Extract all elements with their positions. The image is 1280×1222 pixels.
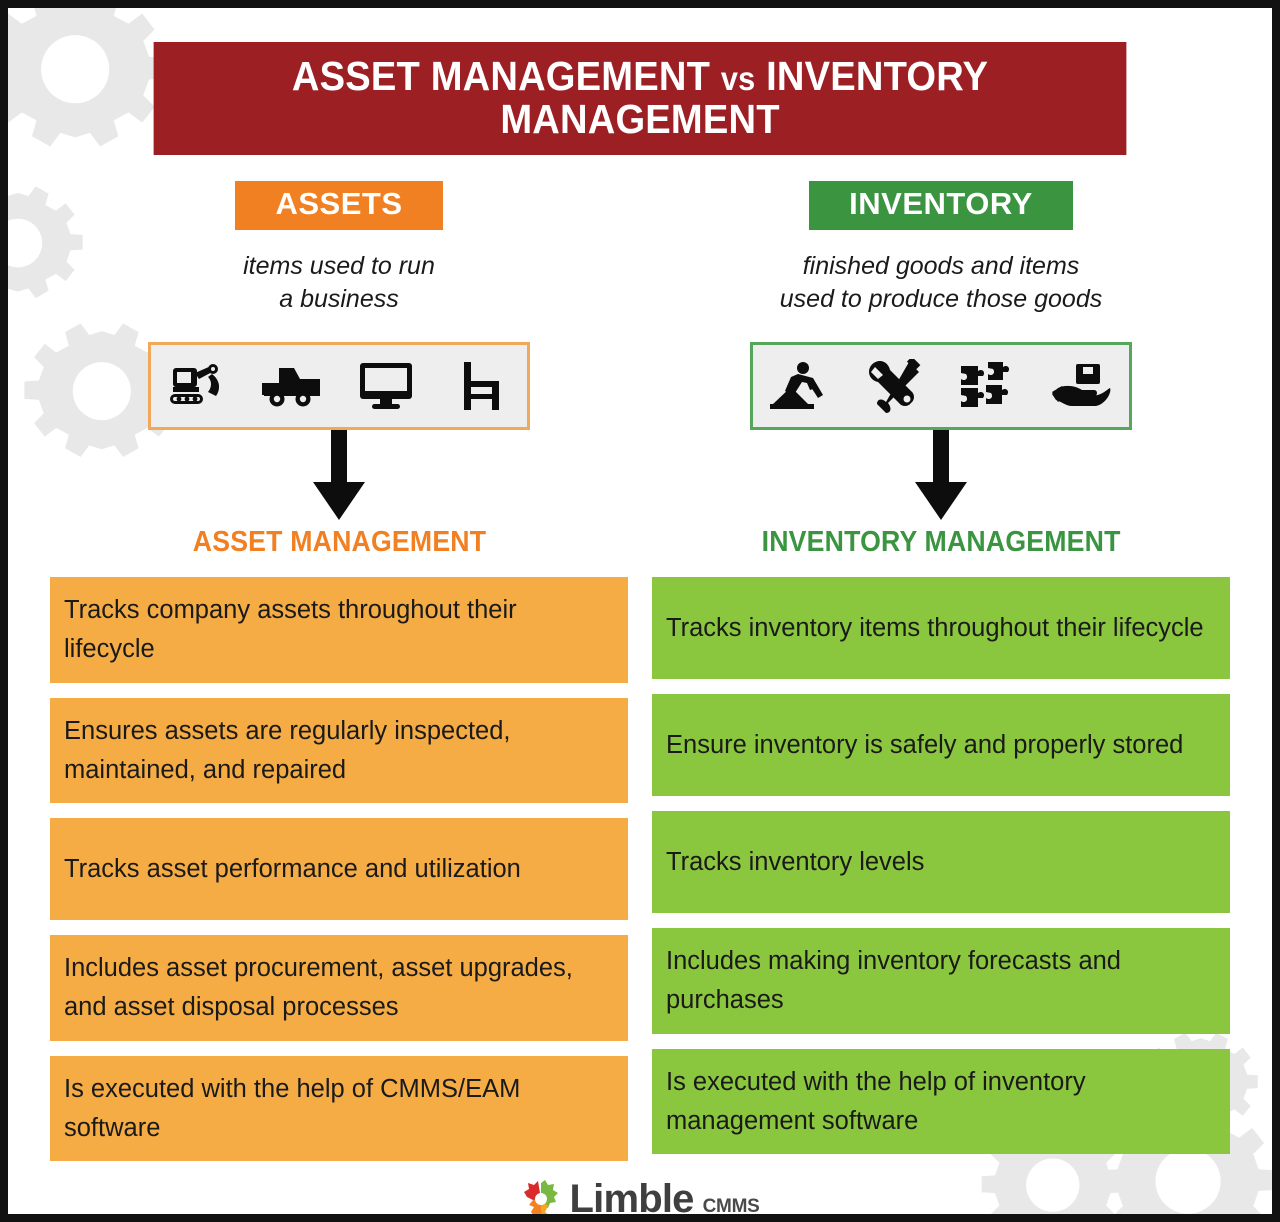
inventory-column: INVENTORY finished goods and items used … bbox=[652, 181, 1230, 1161]
table-row: Tracks inventory items throughout their … bbox=[652, 577, 1230, 680]
table-row: Ensures assets are regularly inspected, … bbox=[50, 697, 628, 804]
page-title-part2: INVENTORY MANAGEMENT bbox=[500, 53, 989, 142]
assets-down-arrow bbox=[309, 430, 369, 524]
assets-subtitle-line2: a business bbox=[279, 285, 399, 314]
asset-management-heading: ASSET MANAGEMENT bbox=[192, 526, 486, 559]
gear-logo-icon bbox=[523, 1180, 558, 1214]
puzzle-pieces-icon bbox=[952, 355, 1024, 417]
excavator-icon bbox=[162, 355, 234, 417]
table-row: Tracks company assets throughout their l… bbox=[50, 577, 628, 683]
assets-column: ASSETS items used to run a business bbox=[50, 181, 628, 1162]
inventory-subtitle-line2: used to produce those goods bbox=[779, 285, 1103, 314]
table-row: Is executed with the help of inventory m… bbox=[652, 1048, 1230, 1155]
limble-brand-suffix: CMMS bbox=[702, 1196, 760, 1218]
assets-subtitle: items used to run a business bbox=[243, 250, 435, 317]
table-row: Includes asset procurement, asset upgrad… bbox=[50, 935, 628, 1041]
assets-category-badge: ASSETS bbox=[235, 181, 443, 230]
table-row: Includes making inventory forecasts and … bbox=[652, 928, 1230, 1034]
comparison-columns: ASSETS items used to run a business bbox=[50, 181, 1230, 1162]
table-row: Ensure inventory is safely and properly … bbox=[652, 694, 1230, 797]
page-title: ASSET MANAGEMENT vs INVENTORY MANAGEMENT bbox=[153, 42, 1127, 156]
inventory-down-arrow bbox=[911, 430, 971, 524]
page-title-vs: vs bbox=[720, 60, 756, 97]
chair-icon bbox=[444, 355, 516, 417]
table-row: Tracks asset performance and utilization bbox=[50, 818, 628, 921]
limble-brand-text: Limble bbox=[569, 1177, 695, 1222]
inventory-management-heading: INVENTORY MANAGEMENT bbox=[761, 526, 1121, 559]
inventory-subtitle-line1: finished goods and items bbox=[802, 251, 1080, 280]
limble-logo: Limble CMMS bbox=[50, 1177, 1230, 1222]
monitor-icon bbox=[350, 355, 422, 417]
page-title-part1: ASSET MANAGEMENT bbox=[291, 53, 711, 99]
asset-management-rows: Tracks company assets throughout their l… bbox=[50, 577, 628, 1162]
assets-subtitle-line1: items used to run bbox=[243, 251, 435, 280]
inventory-category-badge: INVENTORY bbox=[809, 181, 1073, 230]
hand-holding-box-icon bbox=[1046, 355, 1118, 417]
assets-icon-box bbox=[148, 342, 530, 431]
wrench-screwdriver-icon bbox=[858, 355, 930, 417]
construction-worker-icon bbox=[764, 355, 836, 417]
inventory-subtitle: finished goods and items used to produce… bbox=[780, 250, 1102, 317]
inventory-icon-box bbox=[750, 342, 1132, 431]
inventory-management-rows: Tracks inventory items throughout their … bbox=[652, 577, 1230, 1155]
table-row: Is executed with the help of CMMS/EAM so… bbox=[50, 1055, 628, 1162]
pickup-truck-icon bbox=[256, 355, 328, 417]
table-row: Tracks inventory levels bbox=[652, 811, 1230, 914]
